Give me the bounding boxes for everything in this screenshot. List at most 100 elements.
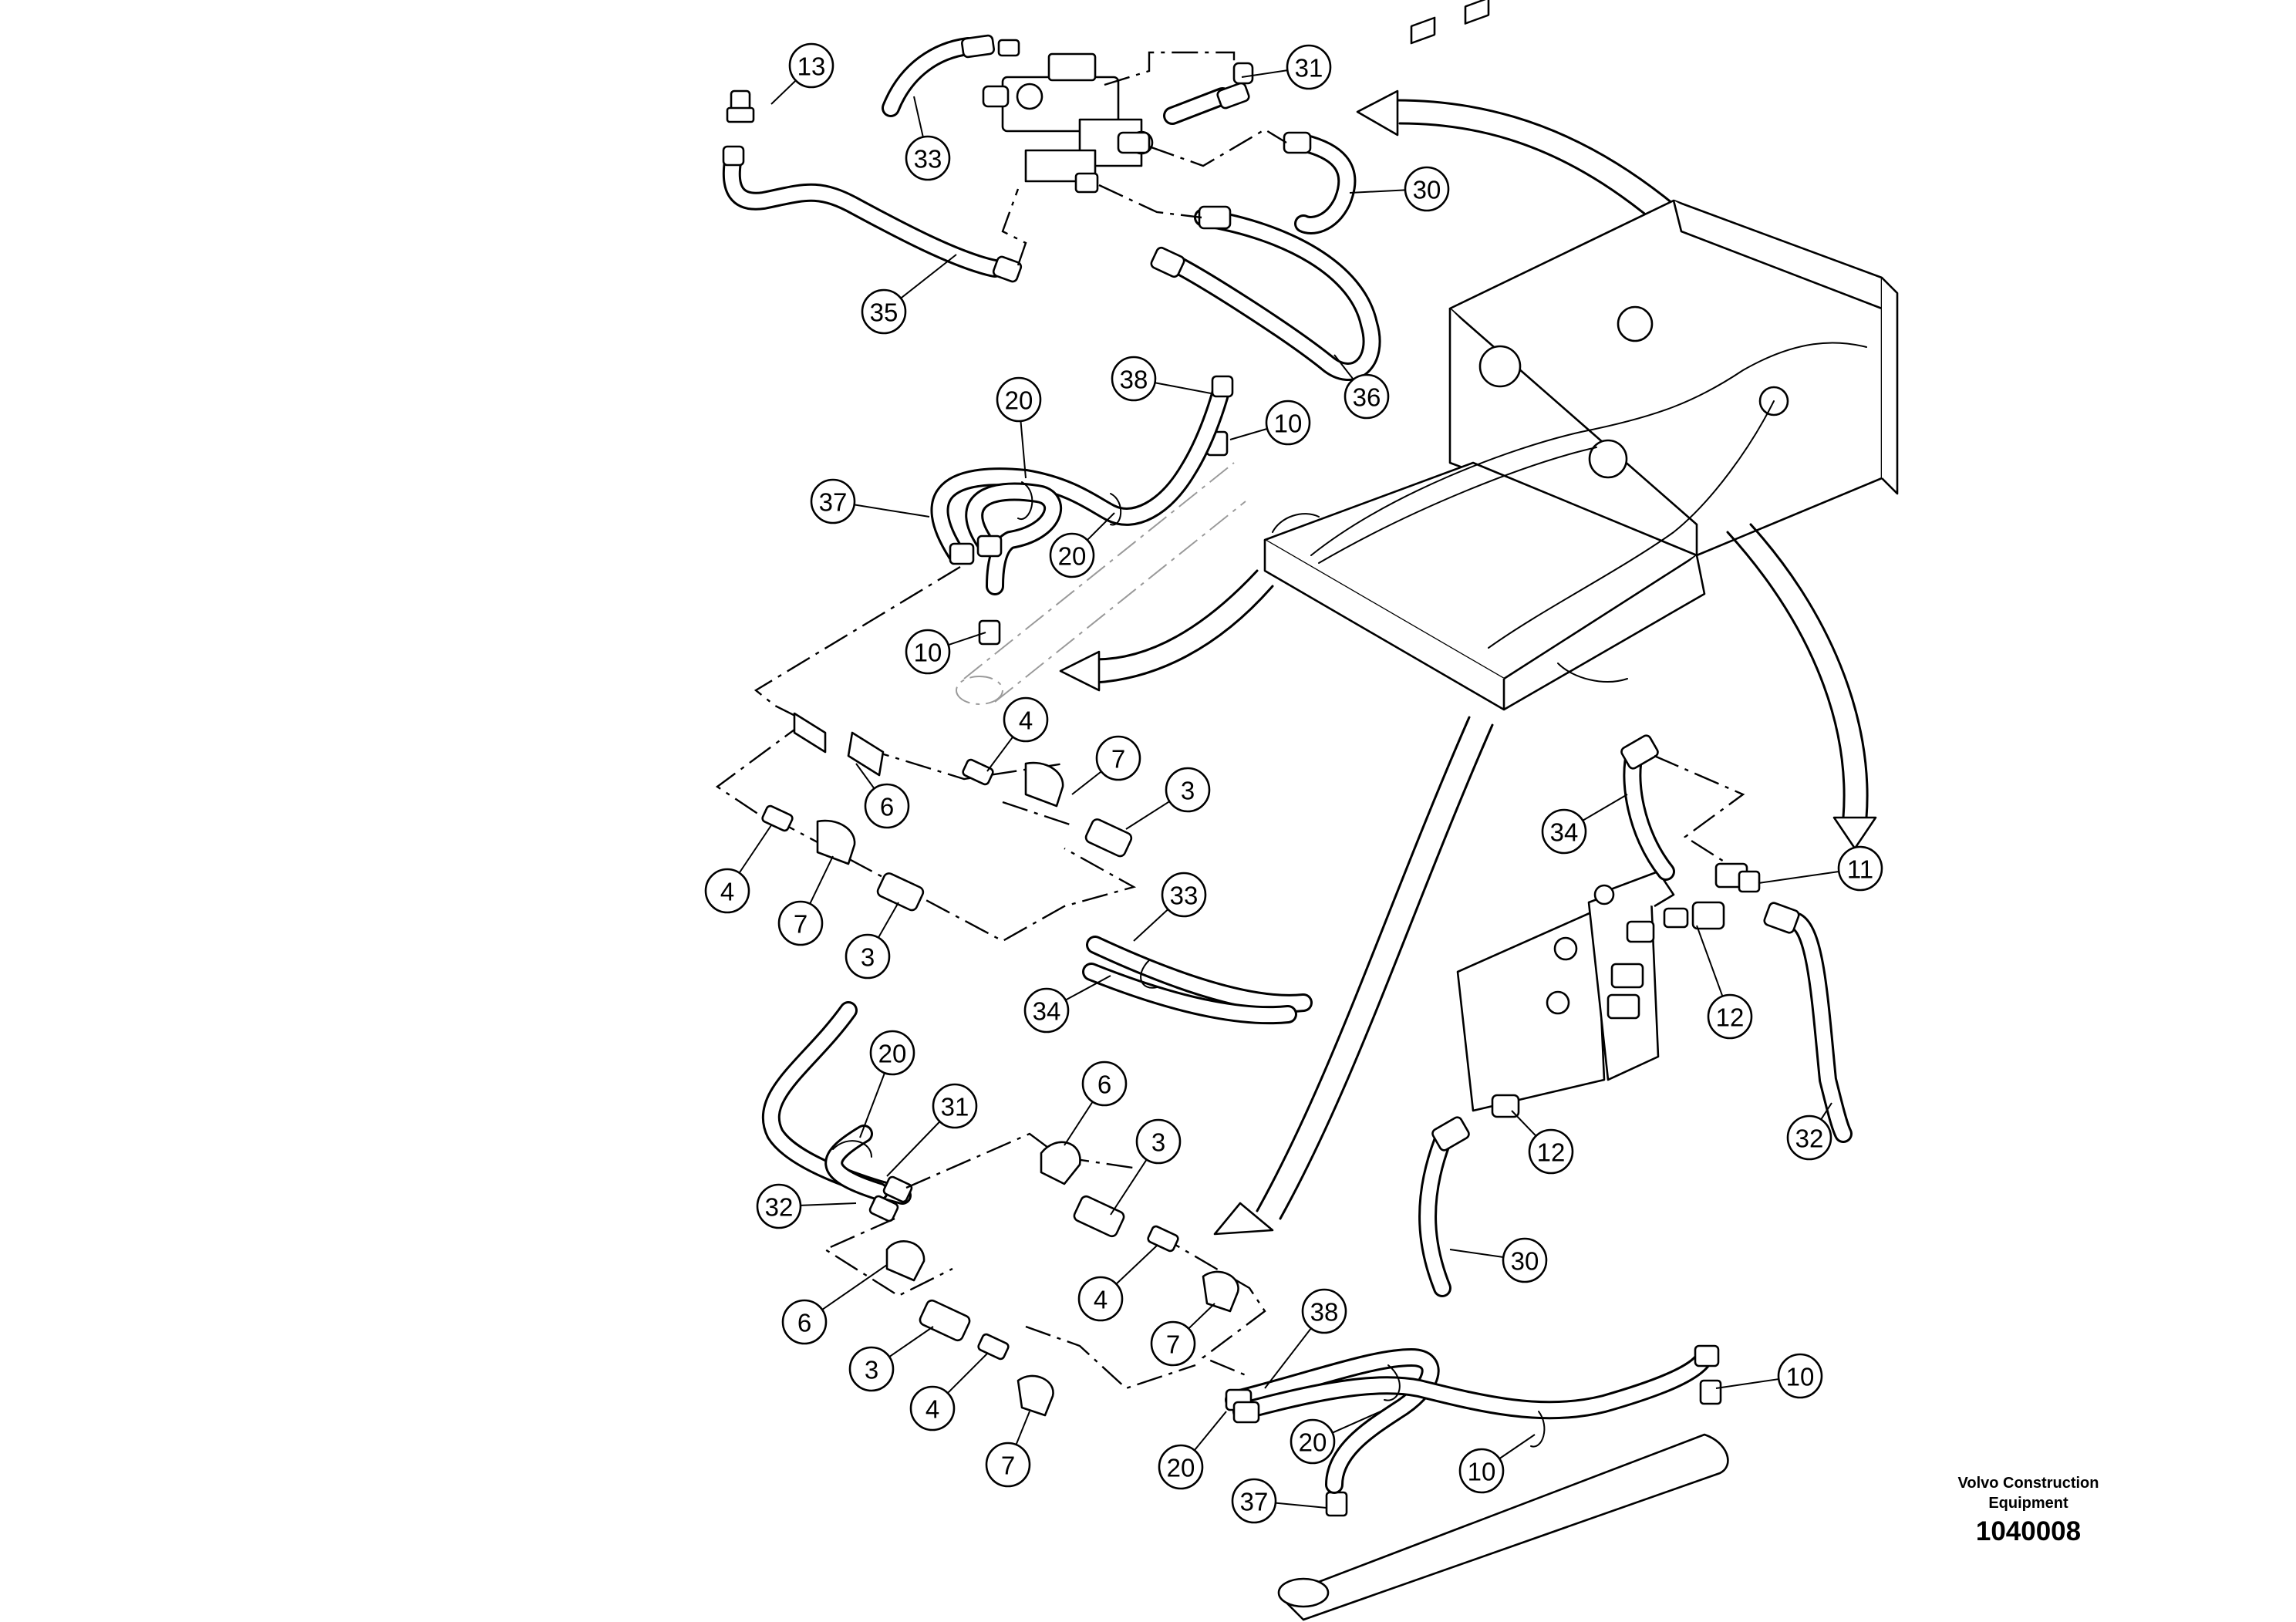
- lower-couplings: [761, 1001, 1266, 1417]
- callout-leader-line: [1241, 69, 1288, 78]
- callout-12: 12: [1696, 925, 1753, 1040]
- callout-leader-line: [1696, 925, 1724, 997]
- callout-label: 20: [1005, 386, 1033, 415]
- callout-circle: [1344, 373, 1390, 420]
- callout-36: 36: [1333, 354, 1390, 420]
- callout-leader-line: [1332, 1411, 1381, 1434]
- callout-label: 7: [794, 910, 807, 939]
- callout-leader-line: [947, 1353, 988, 1394]
- callout-circle: [845, 933, 891, 980]
- callout-label: 38: [1310, 1298, 1339, 1327]
- callout-label: 10: [1468, 1458, 1496, 1486]
- callout-label: 12: [1537, 1138, 1566, 1167]
- hose-30-right: [1418, 1094, 1520, 1297]
- callout-10: 10: [1458, 1434, 1536, 1494]
- callout-leader-line: [1155, 382, 1212, 394]
- callout-6: 6: [781, 1264, 888, 1345]
- callout-label: 20: [1058, 542, 1087, 571]
- callout-leader-line: [948, 632, 986, 646]
- callout-label: 3: [865, 1356, 878, 1384]
- callout-label: 32: [1795, 1125, 1824, 1153]
- callout-3: 3: [845, 902, 899, 980]
- callout-circle: [1290, 1418, 1336, 1465]
- reference-arrow-down: [1213, 716, 1494, 1236]
- hose-30-top: [1148, 128, 1357, 234]
- hose-37-38-lower: [1225, 1344, 1720, 1494]
- callout-circle: [932, 1083, 978, 1129]
- callout-circle: [1003, 696, 1049, 743]
- callout-circle: [756, 1183, 802, 1229]
- callout-circle: [1707, 993, 1753, 1040]
- callout-circle: [996, 376, 1042, 423]
- callout-10: 10: [1715, 1353, 1823, 1399]
- callout-circle: [810, 478, 856, 524]
- callout-6: 6: [855, 763, 910, 829]
- callout-12: 12: [1511, 1110, 1574, 1175]
- callout-circle: [1458, 1448, 1505, 1494]
- callout-38: 38: [1264, 1288, 1347, 1389]
- callout-label: 3: [1181, 777, 1195, 805]
- right-valve-block: [1456, 870, 1675, 1112]
- callout-circle: [864, 783, 910, 829]
- callout-leader-line: [1188, 1303, 1215, 1330]
- callout-circle: [1837, 845, 1883, 892]
- callout-circle: [1777, 1353, 1823, 1399]
- callout-34: 34: [1023, 975, 1111, 1034]
- callout-7: 7: [1071, 735, 1141, 795]
- callout-leader-line: [1110, 1158, 1148, 1216]
- callout-30: 30: [1449, 1237, 1548, 1283]
- callout-label: 30: [1413, 176, 1441, 204]
- callout-label: 10: [1274, 410, 1303, 438]
- callout-circle: [1265, 400, 1311, 446]
- callout-4: 4: [704, 824, 772, 914]
- callout-leader-line: [770, 79, 797, 105]
- callout-label: 4: [720, 878, 734, 906]
- callout-leader-line: [1125, 801, 1170, 830]
- callout-label: 10: [914, 639, 942, 667]
- callout-label: 33: [1170, 882, 1199, 910]
- callout-circle: [985, 1442, 1031, 1488]
- callout-circle: [1502, 1237, 1548, 1283]
- callout-label: 4: [925, 1395, 939, 1424]
- hose-31-top: [1104, 51, 1254, 125]
- callout-label: 36: [1353, 383, 1381, 412]
- callout-label: 37: [819, 488, 848, 517]
- callout-circle: [861, 288, 907, 335]
- callout-label: 11: [1847, 855, 1873, 884]
- callout-label: 37: [1240, 1488, 1269, 1516]
- callout-13: 13: [770, 42, 834, 105]
- callout-leader-line: [859, 1072, 885, 1138]
- callout-leader-line: [1349, 189, 1406, 194]
- tee-11-and-adapter-12: [1663, 862, 1853, 1143]
- callout-circle: [909, 1385, 956, 1431]
- callout-4: 4: [909, 1353, 988, 1431]
- callout-4: 4: [986, 696, 1049, 772]
- upper-couplings: [715, 565, 1313, 1025]
- callout-circle: [781, 1299, 828, 1345]
- callout-circle: [1077, 1276, 1124, 1322]
- callout-leader-line: [1715, 1378, 1779, 1389]
- callout-leader-line: [1071, 771, 1102, 795]
- callout-7: 7: [777, 855, 834, 946]
- callout-circle: [1111, 356, 1157, 402]
- callout-leader-line: [1133, 909, 1169, 942]
- callout-label: 4: [1094, 1286, 1108, 1314]
- machine-frame: [1263, 0, 1899, 711]
- callout-leader-line: [1193, 1411, 1227, 1451]
- callout-circle: [1081, 1061, 1128, 1107]
- callout-leader-line: [986, 736, 1014, 772]
- callout-37: 37: [1231, 1478, 1327, 1524]
- callout-20: 20: [1049, 512, 1115, 578]
- callout-circle: [777, 900, 824, 946]
- brand-line-2: Equipment: [1988, 1495, 2068, 1512]
- callout-leader-line: [1758, 870, 1839, 884]
- callout-leader-line: [888, 1326, 934, 1357]
- callout-leader-line: [1499, 1434, 1536, 1460]
- callout-33: 33: [1133, 872, 1207, 942]
- callout-leader-line: [1115, 1245, 1158, 1285]
- callout-10: 10: [1229, 400, 1311, 446]
- callout-label: 3: [1151, 1128, 1165, 1157]
- callout-circle: [848, 1346, 895, 1392]
- callout-32: 32: [1786, 1102, 1832, 1161]
